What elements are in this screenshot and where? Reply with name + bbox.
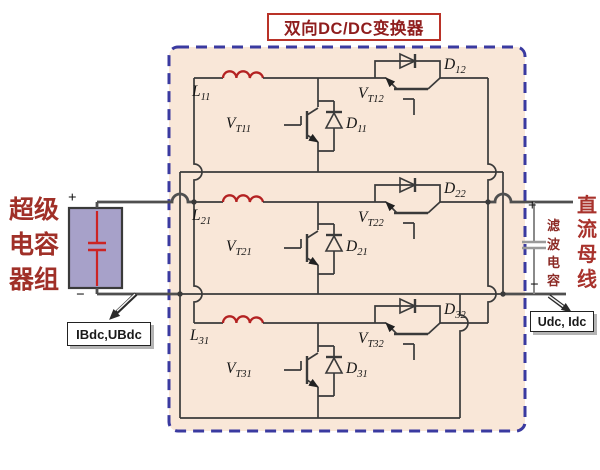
diode-label-d22: D22 [444, 180, 466, 201]
bus-minus-sign: − [530, 277, 539, 293]
dc-bus-label-char: 线 [577, 269, 597, 291]
upper-diode-icon [374, 52, 441, 78]
supercapacitor-label-line: 电容 [8, 232, 59, 259]
diagram-title: 双向DC/DC变换器 [267, 13, 441, 41]
lower-diode-icon [318, 223, 344, 275]
supercapacitor-label: 超级 电容 器组 [3, 193, 65, 298]
diode-label-d21: D21 [346, 238, 368, 259]
diode-label-d12: D12 [444, 56, 466, 77]
lower-igbt-icon [284, 323, 319, 418]
upper-diode-icon [374, 176, 441, 202]
filter-capacitor-symbol [522, 202, 546, 294]
inductor-label-l11: L11 [192, 83, 211, 104]
igbt-label-vt32: VT32 [358, 330, 384, 351]
callout-arrow-right [547, 294, 573, 313]
upper-diode-icon [374, 297, 441, 323]
supercapacitor-label-line: 超级 [8, 197, 59, 224]
converter-leg-2 [194, 176, 488, 294]
lower-igbt-icon [284, 202, 319, 294]
lower-igbt-icon [284, 78, 319, 172]
diode-label-d32: D32 [444, 301, 466, 322]
supercap-plus-sign: + [68, 190, 77, 206]
lower-diode-icon [318, 345, 344, 397]
igbt-label-vt31: VT31 [226, 360, 252, 381]
igbt-label-vt12: VT12 [358, 85, 384, 106]
dc-bus-label-char: 母 [577, 244, 597, 266]
supercap-measure-callout: IBdc,UBdc [67, 322, 151, 346]
supercap-minus-sign: − [76, 287, 85, 303]
filter-cap-label-char: 波 [546, 237, 560, 252]
filter-cap-label-char: 电 [546, 255, 560, 270]
supercap-input-wires [95, 192, 194, 296]
inductor-label-l21: L21 [192, 207, 212, 228]
supercapacitor-symbol [67, 206, 124, 290]
dc-bus-label-char: 直 [577, 195, 597, 217]
inductor-label-l31: L31 [190, 327, 210, 348]
converter-leg-1 [194, 52, 488, 172]
converter-leg-3 [194, 297, 488, 418]
supercapacitor-label-line: 器组 [8, 267, 59, 294]
filter-cap-label-char: 滤 [546, 218, 560, 233]
inductor-coil-icon [221, 315, 265, 324]
igbt-label-vt22: VT22 [358, 209, 384, 230]
upper-igbt-icon [385, 201, 441, 239]
bus-measure-callout: Udc, Idc [530, 311, 594, 332]
igbt-label-vt11: VT11 [226, 115, 252, 136]
bus-plus-sign: + [528, 198, 537, 214]
dashed-converter-box [167, 45, 527, 433]
upper-igbt-icon [385, 322, 441, 360]
lower-diode-icon [318, 100, 344, 152]
diode-label-d31: D31 [346, 360, 368, 381]
dc-bus-label-char: 流 [577, 219, 597, 241]
junction-dots [177, 199, 506, 297]
inductor-coil-icon [221, 70, 265, 79]
inductor-coil-icon [221, 194, 265, 203]
upper-igbt-icon [385, 77, 441, 115]
igbt-label-vt21: VT21 [226, 238, 252, 259]
filter-cap-label-char: 容 [546, 273, 560, 288]
diode-label-d11: D11 [346, 115, 367, 136]
callout-arrow-left [109, 292, 138, 320]
